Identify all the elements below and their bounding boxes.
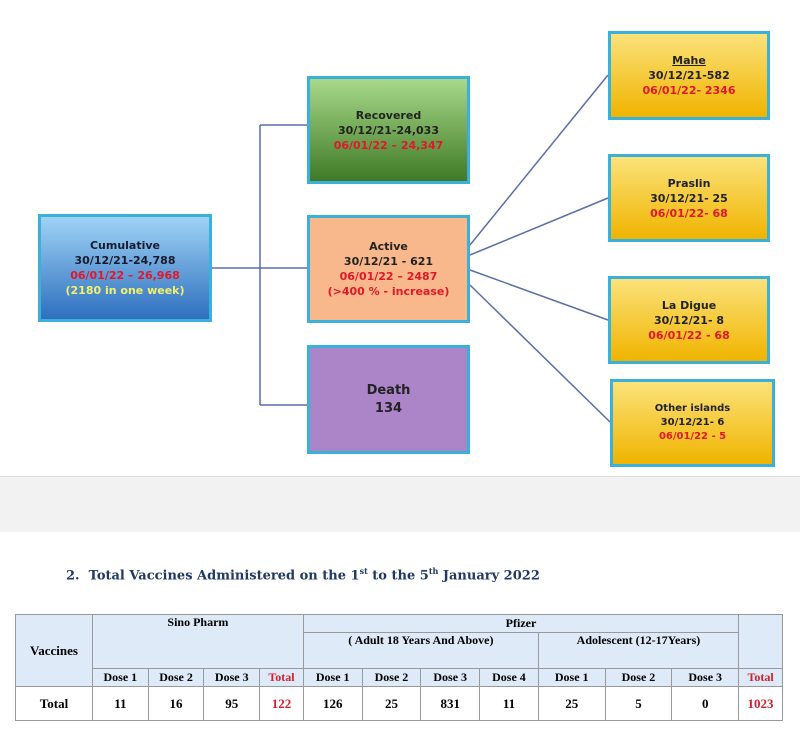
mahe-title: Mahe [672, 54, 706, 67]
death-line1: 134 [374, 400, 403, 416]
dose-header: Dose 2 [147, 668, 205, 687]
section-title: 2. Total Vaccines Administered on the 1s… [66, 566, 540, 583]
other-islands-box: Other islands 30/12/21- 6 06/01/22 - 5 [610, 379, 775, 467]
sino-header: Sino Pharm [92, 614, 304, 669]
title-part: to the 5 [367, 568, 429, 584]
table-cell: 126 [302, 686, 363, 721]
row-header: Vaccines [15, 614, 93, 687]
blank-header [738, 614, 783, 669]
dose-header: Dose 1 [537, 668, 606, 687]
vaccines-table: Vaccines Sino Pharm Pfizer ( Adult 18 Ye… [15, 614, 783, 721]
dose-header: Dose 1 [302, 668, 363, 687]
title-part: Total Vaccines Administered on the 1 [88, 568, 360, 584]
cumulative-title: Cumulative [89, 239, 161, 252]
recovered-title: Recovered [355, 108, 422, 122]
title-sup: st [359, 566, 368, 576]
cumulative-line2: 06/01/22 – 26,968 [70, 269, 180, 282]
death-box: Death 134 [307, 345, 470, 454]
dose-header: Total [738, 668, 783, 687]
mahe-line2: 06/01/22- 2346 [642, 84, 736, 97]
connector-lines [212, 74, 611, 423]
dose-header: Total [259, 668, 304, 687]
adolescent-header: Adolescent (12-17Years) [537, 632, 740, 669]
mahe-box: Mahe 30/12/21-582 06/01/22- 2346 [608, 31, 770, 120]
row-label: Total [15, 686, 93, 721]
other-title: Other islands [654, 403, 731, 414]
active-title: Active [369, 240, 408, 253]
recovered-box: Recovered 30/12/21-24,033 06/01/22 – 24,… [307, 76, 470, 184]
la-digue-line2: 06/01/22 - 68 [648, 328, 730, 342]
dose-header: Dose 4 [479, 668, 539, 687]
title-sup: th [428, 566, 439, 576]
recovered-line2: 06/01/22 – 24,347 [333, 138, 444, 152]
table-cell: 0 [671, 686, 740, 721]
section-number: 2. [66, 568, 80, 584]
other-line1: 30/12/21- 6 [660, 417, 725, 428]
table-cell: 25 [537, 686, 606, 721]
pfizer-header: Pfizer [302, 614, 740, 633]
praslin-box: Praslin 30/12/21- 25 06/01/22- 68 [608, 154, 770, 242]
la-digue-box: La Digue 30/12/21- 8 06/01/22 - 68 [608, 276, 770, 364]
recovered-line1: 30/12/21-24,033 [338, 123, 439, 137]
praslin-line1: 30/12/21- 25 [650, 191, 728, 205]
table-cell: 122 [259, 686, 304, 721]
cumulative-box: Cumulative 30/12/21-24,788 06/01/22 – 26… [38, 214, 212, 322]
cumulative-line3: (2180 in one week) [65, 284, 185, 297]
table-cell: 11 [92, 686, 149, 721]
dose-header: Dose 2 [361, 668, 422, 687]
dose-header: Dose 2 [604, 668, 673, 687]
other-line2: 06/01/22 - 5 [658, 431, 727, 442]
la-digue-title: La Digue [661, 298, 717, 312]
table-cell: 11 [479, 686, 539, 721]
dose-header: Dose 3 [420, 668, 481, 687]
dose-header: Dose 3 [203, 668, 261, 687]
mahe-line1: 30/12/21-582 [648, 69, 730, 82]
death-title: Death [366, 382, 411, 398]
dose-header: Dose 3 [671, 668, 740, 687]
praslin-line2: 06/01/22- 68 [650, 206, 728, 220]
la-digue-line1: 30/12/21- 8 [653, 313, 724, 327]
active-line2: 06/01/22 – 2487 [339, 270, 438, 283]
page-gap [0, 476, 800, 533]
cumulative-line1: 30/12/21-24,788 [74, 254, 176, 267]
dose-header: Dose 1 [92, 668, 149, 687]
table-cell: 831 [420, 686, 481, 721]
table-cell: 16 [147, 686, 205, 721]
adult-header: ( Adult 18 Years And Above) [302, 632, 539, 669]
table-cell: 95 [203, 686, 261, 721]
table-cell: 25 [361, 686, 422, 721]
table-cell: 5 [604, 686, 673, 721]
praslin-title: Praslin [667, 176, 711, 190]
table-cell: 1023 [738, 686, 783, 721]
active-line1: 30/12/21 - 621 [343, 255, 434, 268]
active-line3: (>400 % - increase) [327, 285, 450, 298]
title-part: January 2022 [438, 568, 540, 584]
active-box: Active 30/12/21 - 621 06/01/22 – 2487 (>… [307, 215, 470, 323]
